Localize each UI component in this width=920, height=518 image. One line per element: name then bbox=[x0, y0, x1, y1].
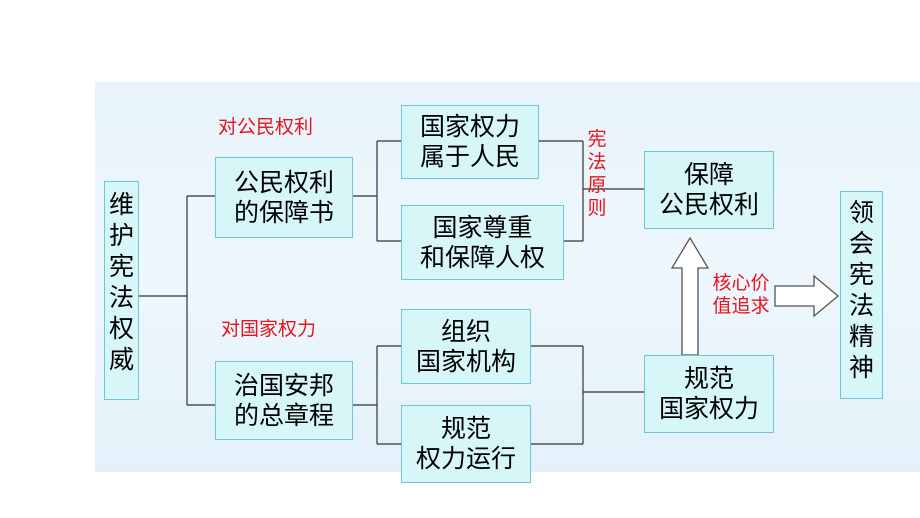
node-grasp-constitutional-spirit: 领会宪法精神 bbox=[840, 191, 883, 399]
label-core-value-pursuit: 核心价 值追求 bbox=[712, 272, 770, 317]
node-citizen-rights-charter: 公民权利 的保障书 bbox=[215, 157, 353, 238]
node-organize-state-organs: 组织 国家机构 bbox=[401, 309, 531, 384]
node-regulate-state-power: 规范 国家权力 bbox=[644, 355, 774, 433]
node-root: 维护宪法权威 bbox=[104, 181, 139, 400]
node-state-governance-charter: 治国安邦 的总章程 bbox=[215, 361, 353, 440]
label-state-power: 对国家权力 bbox=[221, 318, 317, 340]
label-constitutional-principle: 宪法原则 bbox=[587, 128, 607, 219]
node-power-belongs-people: 国家权力 属于人民 bbox=[401, 105, 539, 179]
node-respect-human-rights: 国家尊重 和保障人权 bbox=[401, 205, 564, 280]
label-citizen-rights: 对公民权利 bbox=[218, 116, 314, 138]
node-protect-citizen-rights: 保障 公民权利 bbox=[644, 151, 774, 229]
node-regulate-power-operation: 规范 权力运行 bbox=[401, 405, 531, 483]
